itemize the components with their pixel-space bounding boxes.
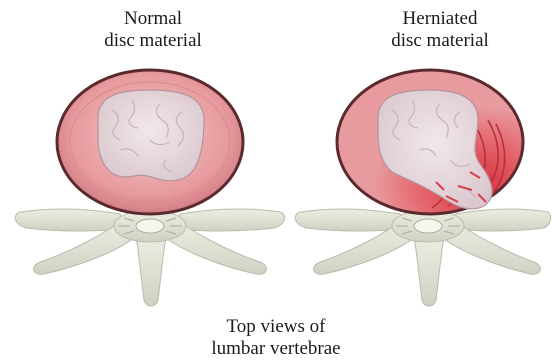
footer-caption-line2: lumbar vertebrae bbox=[176, 338, 376, 360]
normal-caption-line2: disc material bbox=[68, 30, 238, 52]
herniated-spinal-canal bbox=[414, 219, 442, 233]
normal-caption-line1: Normal bbox=[68, 8, 238, 30]
herniated-caption-line2: disc material bbox=[350, 30, 530, 52]
herniated-caption-line1: Herniated bbox=[350, 8, 530, 30]
herniated-disc-caption: Herniated disc material bbox=[350, 8, 530, 52]
footer-caption-line1: Top views of bbox=[176, 316, 376, 338]
normal-disc-caption: Normal disc material bbox=[68, 8, 238, 52]
footer-caption: Top views of lumbar vertebrae bbox=[176, 316, 376, 360]
normal-vertebra bbox=[15, 70, 285, 306]
normal-spinal-canal bbox=[136, 219, 164, 233]
herniated-vertebra bbox=[295, 70, 550, 306]
